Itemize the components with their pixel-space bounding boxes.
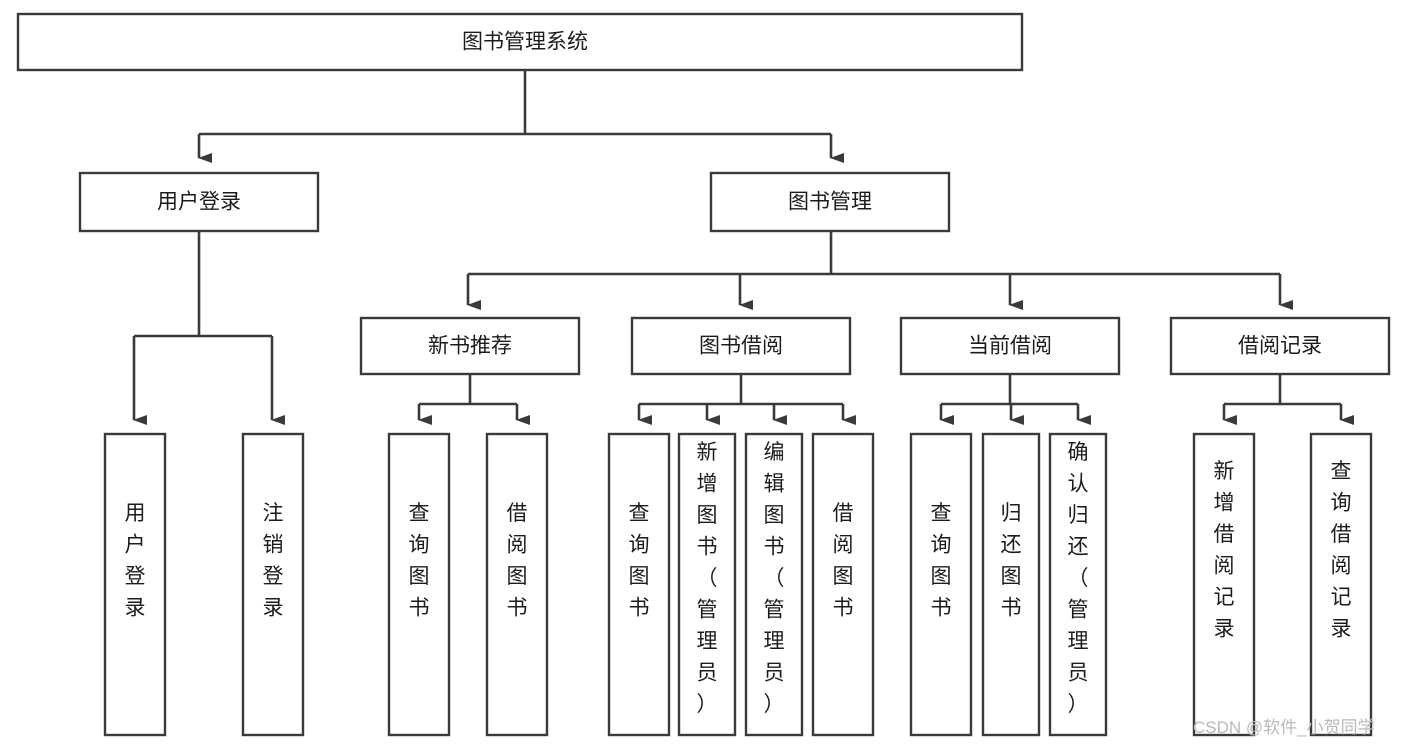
node-leaf-query-book-borrow-rect	[607, 432, 671, 737]
node-user-login-rect	[78, 171, 320, 233]
connector-current-borrow-to-leaves	[939, 374, 1091, 425]
connector-book-manage-to-level3	[466, 231, 1293, 310]
node-current-borrow-label: 当前借阅	[968, 335, 1052, 358]
node-book-borrow-rect	[630, 316, 852, 376]
node-leaf-query-record-label: 查询借阅记录	[1331, 460, 1352, 641]
node-leaf-add-book-label: 新增图书（管理员）	[697, 441, 718, 716]
node-leaf-add-book-rect	[677, 432, 737, 737]
node-book-manage[interactable]: 图书管理	[709, 171, 951, 233]
node-leaf-edit-book-rect	[744, 432, 804, 737]
node-leaf-query-book-borrow[interactable]: 查询图书	[607, 432, 671, 737]
node-leaf-return-book-label: 归还图书	[1001, 502, 1022, 620]
node-leaf-return-book-rect	[981, 432, 1041, 737]
node-user-login[interactable]: 用户登录	[78, 171, 320, 233]
node-borrow-record-rect	[1169, 316, 1391, 376]
node-leaf-query-book-cur-label: 查询图书	[931, 502, 952, 620]
node-borrow-record-label: 借阅记录	[1238, 335, 1322, 358]
node-leaf-query-book-cur[interactable]: 查询图书	[909, 432, 973, 737]
node-leaf-borrow-book-rect	[811, 432, 875, 737]
node-leaf-query-book-borrow-label: 查询图书	[629, 502, 650, 620]
node-book-manage-rect	[709, 171, 951, 233]
node-leaf-logout-label: 注销登录	[263, 502, 284, 620]
node-leaf-borrow-book[interactable]: 借阅图书	[811, 432, 875, 737]
connector-borrow-record-to-leaves	[1222, 374, 1354, 425]
node-leaf-logout-rect	[241, 432, 305, 737]
node-leaf-confirm-return-label: 确认归还（管理员）	[1068, 441, 1089, 716]
node-leaf-borrow-book-label: 借阅图书	[833, 502, 854, 620]
node-leaf-add-book[interactable]: 新增图书（管理员）	[677, 432, 737, 737]
node-leaf-add-record-rect	[1192, 432, 1256, 737]
node-leaf-borrow-book-rec-rect	[485, 432, 549, 737]
node-leaf-edit-book-label: 编辑图书（管理员）	[764, 441, 785, 716]
node-borrow-record[interactable]: 借阅记录	[1169, 316, 1391, 376]
node-leaf-query-book-cur-rect	[909, 432, 973, 737]
node-leaf-query-record[interactable]: 查询借阅记录	[1309, 432, 1373, 737]
node-current-borrow[interactable]: 当前借阅	[899, 316, 1121, 376]
node-leaf-add-record-label: 新增借阅记录	[1214, 460, 1235, 641]
connector-layer	[132, 70, 1354, 425]
node-leaf-confirm-return-rect	[1048, 432, 1108, 737]
node-leaf-logout[interactable]: 注销登录	[241, 432, 305, 737]
node-root-label: 图书管理系统	[462, 31, 588, 54]
node-book-borrow-label: 图书借阅	[699, 335, 783, 358]
node-leaf-return-book[interactable]: 归还图书	[981, 432, 1041, 737]
connector-root-to-level2	[197, 70, 844, 163]
node-leaf-query-book-rec-rect	[387, 432, 451, 737]
node-leaf-borrow-book-rec[interactable]: 借阅图书	[485, 432, 549, 737]
node-leaf-query-record-rect	[1309, 432, 1373, 737]
node-new-book-recommend[interactable]: 新书推荐	[359, 316, 581, 376]
node-leaf-query-book-rec[interactable]: 查询图书	[387, 432, 451, 737]
node-new-book-recommend-rect	[359, 316, 581, 376]
node-leaf-add-record[interactable]: 新增借阅记录	[1192, 432, 1256, 737]
csdn-watermark: CSDN @软件_小贺同学	[1193, 718, 1375, 737]
node-root-rect	[16, 12, 1024, 72]
connector-book-borrow-to-leaves	[637, 374, 856, 425]
node-root[interactable]: 图书管理系统	[16, 12, 1024, 72]
node-current-borrow-rect	[899, 316, 1121, 376]
node-new-book-recommend-label: 新书推荐	[428, 335, 512, 358]
node-user-login-label: 用户登录	[157, 191, 241, 214]
node-leaf-user-login-label: 用户登录	[125, 502, 146, 620]
node-book-manage-label: 图书管理	[788, 191, 872, 214]
connector-user-login-to-leaves	[132, 231, 285, 425]
node-leaf-user-login[interactable]: 用户登录	[103, 432, 167, 737]
node-book-borrow[interactable]: 图书借阅	[630, 316, 852, 376]
node-leaf-query-book-rec-label: 查询图书	[409, 502, 430, 620]
node-leaf-confirm-return[interactable]: 确认归还（管理员）	[1048, 432, 1108, 737]
node-leaf-user-login-rect	[103, 432, 167, 737]
leaf-node-group: 用户登录 注销登录 查询图书 借阅图书 查询图书 新增图书（管理员）	[103, 432, 1373, 737]
node-leaf-edit-book[interactable]: 编辑图书（管理员）	[744, 432, 804, 737]
node-leaf-borrow-book-rec-label: 借阅图书	[507, 502, 528, 620]
connector-new-book-recommend-to-leaves	[417, 374, 530, 425]
